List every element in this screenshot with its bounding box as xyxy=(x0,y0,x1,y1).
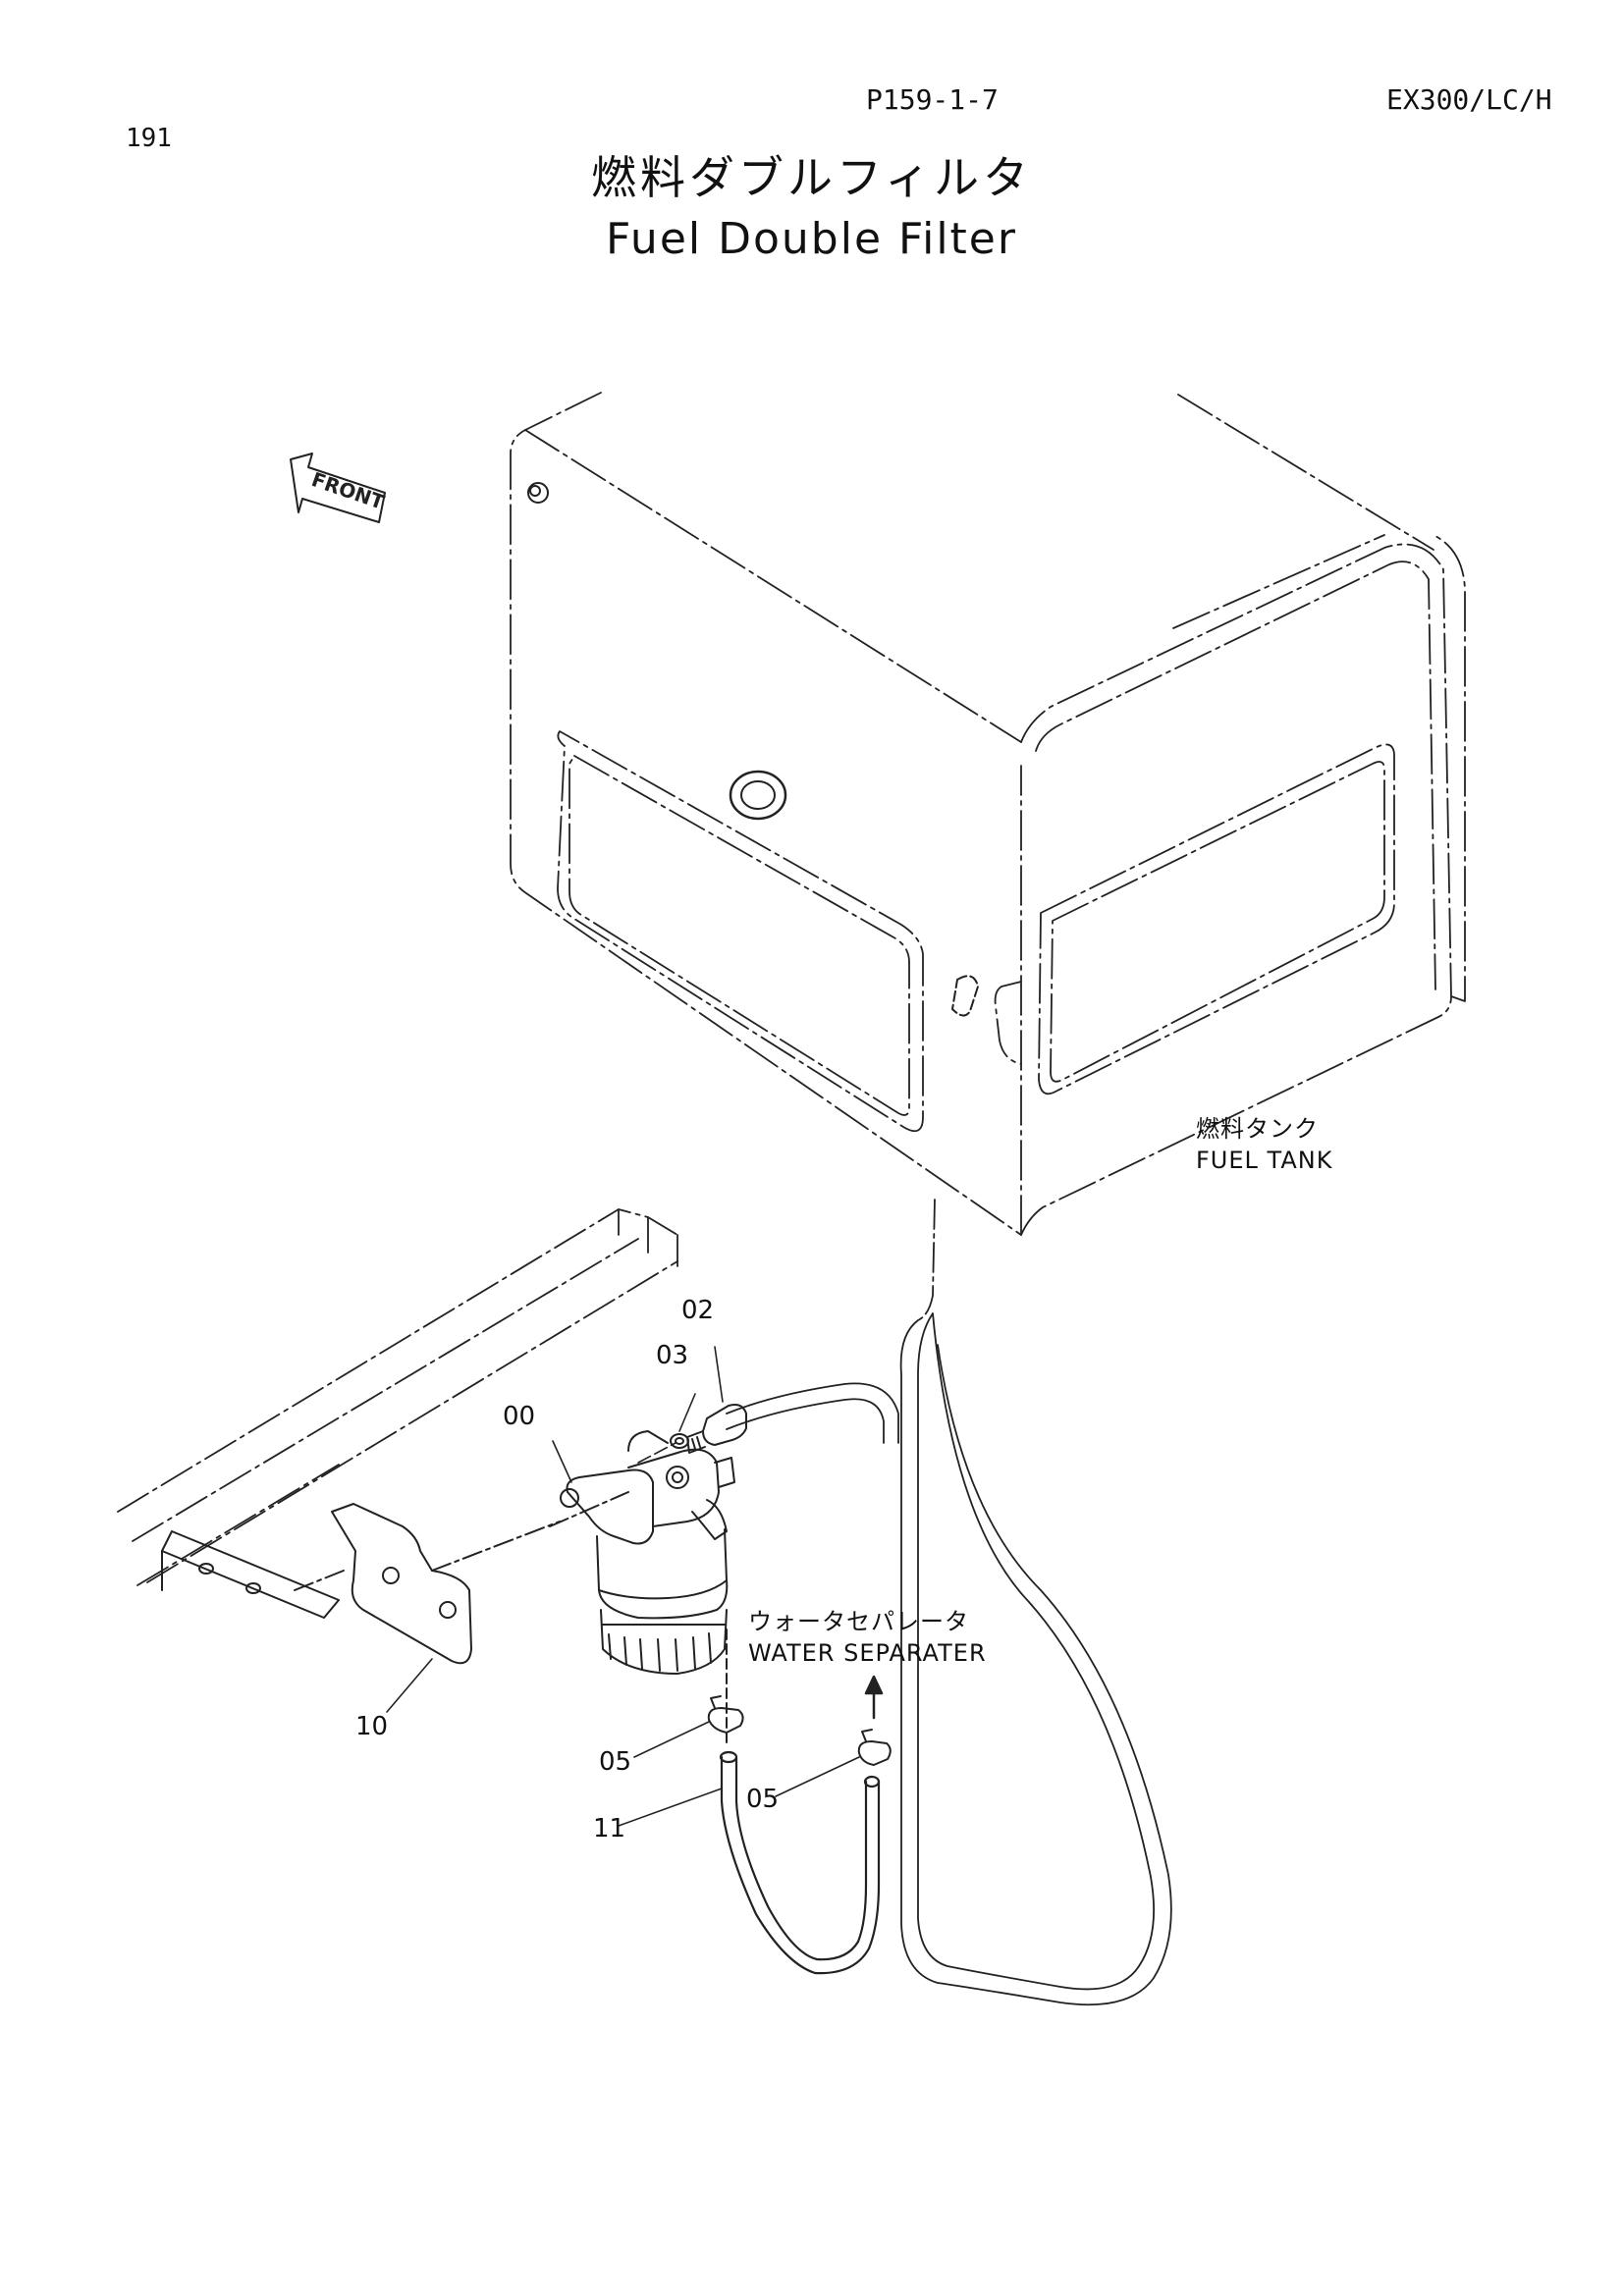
part-number-05-right: 05 xyxy=(746,1785,780,1814)
page-number: 191 xyxy=(126,124,172,153)
front-arrow-icon: FRONT xyxy=(290,453,388,523)
front-arrow-label: FRONT xyxy=(308,467,387,514)
frame-rail xyxy=(117,1208,678,1586)
model-name: EX300/LC/H xyxy=(1386,83,1552,116)
fuel-line xyxy=(726,1199,1172,2006)
tank-drain-valve-icon xyxy=(951,975,979,1017)
flow-arrow-icon xyxy=(864,1675,884,1720)
document-code: P159-1-7 xyxy=(866,83,999,116)
water-separater-label-japanese: ウォータセパレータ xyxy=(748,1608,969,1635)
hose-clamp-right xyxy=(857,1729,892,1766)
water-separater-label-english: WATER SEPARATER xyxy=(748,1639,987,1667)
rail-bracket xyxy=(161,1530,340,1619)
part-number-10: 10 xyxy=(355,1712,389,1741)
page-title-japanese: 燃料ダブルフィルタ xyxy=(590,151,1033,204)
bolt xyxy=(686,1404,747,1454)
tank-bolt-icon xyxy=(527,482,549,504)
part-number-05-left: 05 xyxy=(599,1747,632,1777)
washer xyxy=(670,1433,689,1449)
tank-filler-cap-icon xyxy=(729,770,787,821)
fuel-tank-label-english: FUEL TANK xyxy=(1196,1147,1333,1174)
mounting-bracket xyxy=(294,1491,629,1665)
fuel-tank-label-japanese: 燃料タンク xyxy=(1196,1115,1319,1143)
water-separator-filter xyxy=(560,1430,735,1748)
hose-clamp-left xyxy=(707,1695,744,1734)
part-number-11: 11 xyxy=(593,1814,626,1843)
page-title-english: Fuel Double Filter xyxy=(606,214,1017,264)
fuel-tank xyxy=(510,392,1466,1236)
hose xyxy=(719,1750,881,1975)
leader-lines xyxy=(386,1346,860,1827)
part-number-02: 02 xyxy=(681,1296,715,1325)
part-number-00: 00 xyxy=(503,1402,536,1431)
part-number-03: 03 xyxy=(656,1341,689,1370)
